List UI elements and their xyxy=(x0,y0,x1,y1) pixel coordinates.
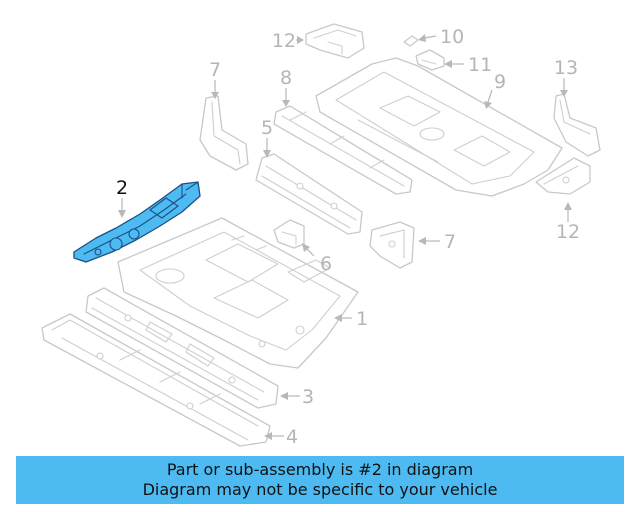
part-9-rear-floor xyxy=(315,57,563,197)
callout-2: 2 xyxy=(116,177,128,199)
callout-6: 6 xyxy=(320,253,332,275)
part-11-plate xyxy=(415,49,445,71)
callout-11: 11 xyxy=(468,54,492,76)
info-banner: Part or sub-assembly is #2 in diagram Di… xyxy=(16,456,624,504)
part-6-bracket xyxy=(273,219,305,249)
part-5-crossmember xyxy=(255,153,363,235)
callout-12-top: 12 xyxy=(272,30,296,52)
part-10-clip xyxy=(403,35,419,47)
callout-13: 13 xyxy=(554,57,578,79)
part-1-floor-pan xyxy=(117,217,359,369)
part-7-left-bracket xyxy=(199,95,249,171)
callout-9: 9 xyxy=(494,71,506,93)
part-12-top-bracket xyxy=(305,23,365,59)
banner-line-2: Diagram may not be specific to your vehi… xyxy=(142,480,498,499)
part-8-rail xyxy=(273,105,413,195)
part-7-right-bracket xyxy=(369,221,415,269)
part-13-end-bracket xyxy=(553,93,601,157)
callout-7-right: 7 xyxy=(444,231,456,253)
banner-line-1: Part or sub-assembly is #2 in diagram xyxy=(166,460,474,479)
callout-3: 3 xyxy=(302,386,314,408)
callout-10: 10 xyxy=(440,26,464,48)
callout-1: 1 xyxy=(356,308,368,330)
callout-12-bottom: 12 xyxy=(556,221,580,243)
part-2-side-member xyxy=(73,181,201,263)
part-3-crossmember xyxy=(85,287,279,409)
callout-5: 5 xyxy=(261,117,273,139)
callout-7-left: 7 xyxy=(209,59,221,81)
leader-lines xyxy=(118,34,572,440)
callout-8: 8 xyxy=(280,67,292,89)
callout-4: 4 xyxy=(286,426,298,448)
part-4-sill-rail xyxy=(41,313,271,447)
part-12-bottom-gusset xyxy=(535,157,591,195)
